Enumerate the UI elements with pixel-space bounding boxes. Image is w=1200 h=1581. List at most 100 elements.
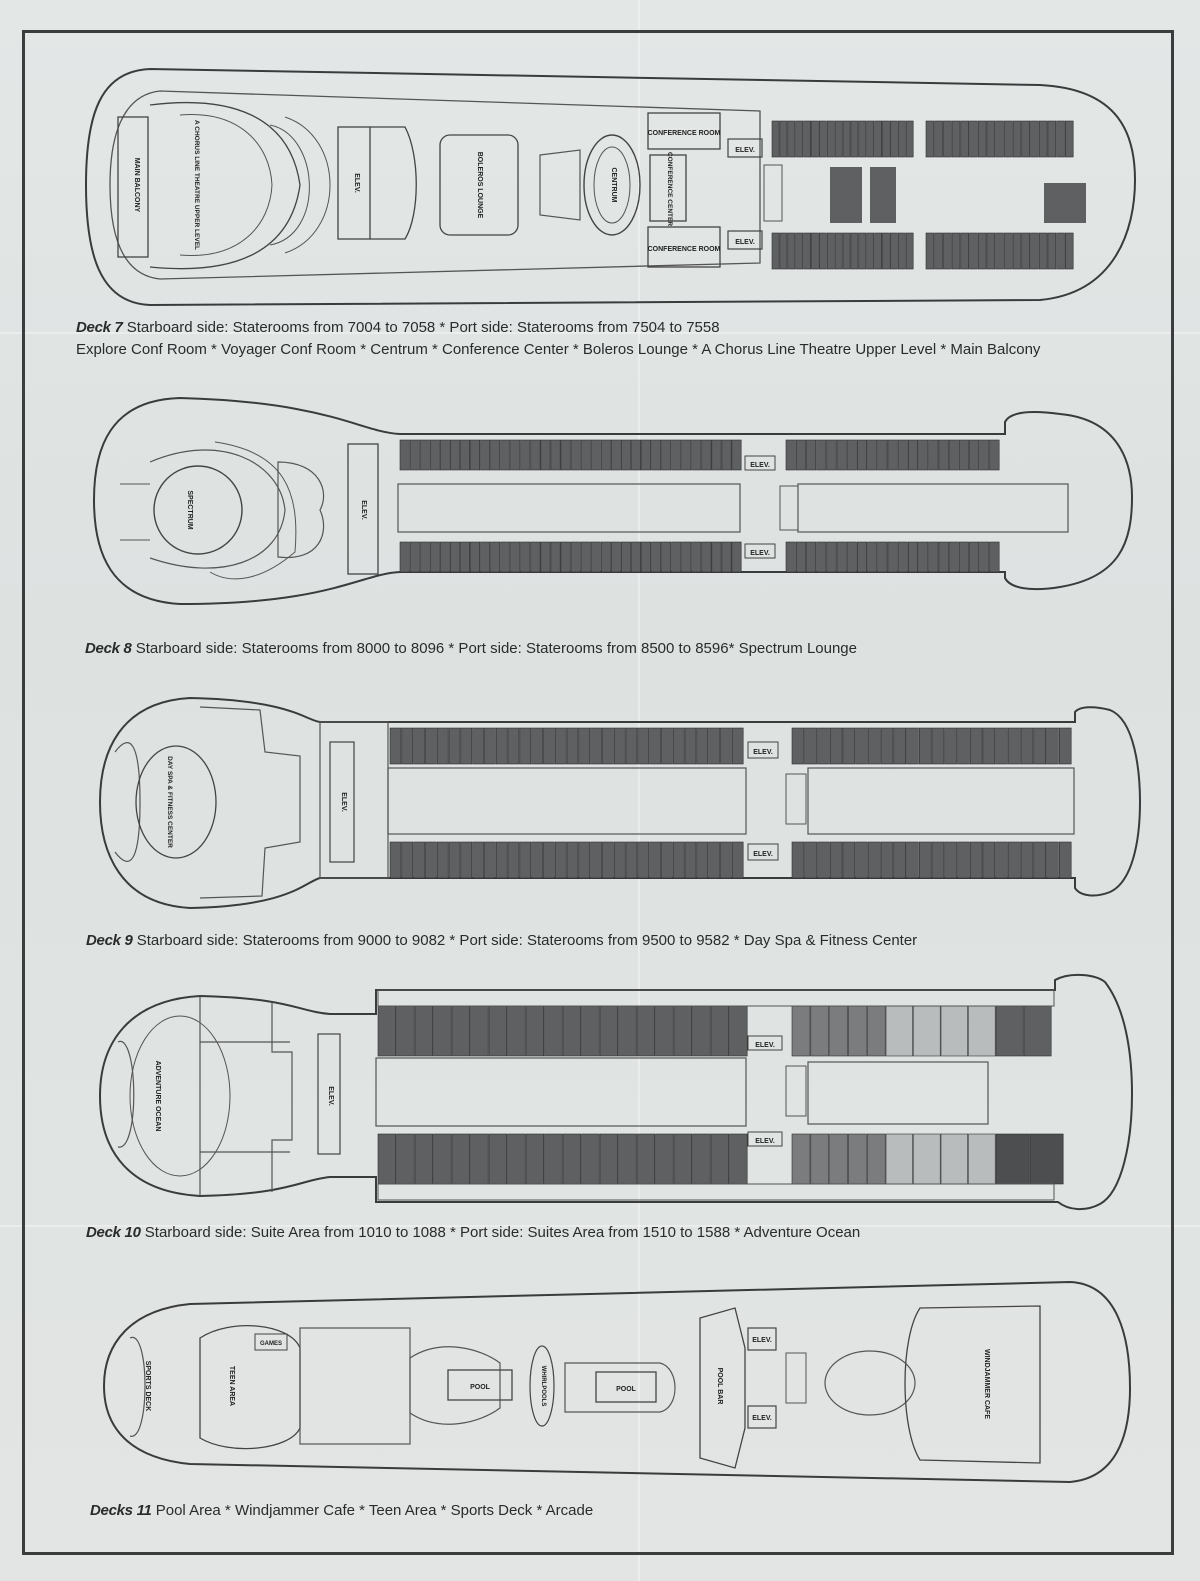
cabin-block bbox=[1023, 1005, 1052, 1057]
cabin-block bbox=[826, 232, 835, 270]
cabin-block bbox=[785, 439, 796, 471]
cabin-block bbox=[602, 841, 614, 879]
cabin-block bbox=[731, 439, 742, 471]
cabin-block bbox=[907, 439, 918, 471]
cabin-block bbox=[791, 841, 805, 879]
deck-8-title: Deck 8 bbox=[85, 640, 132, 657]
cabin-block bbox=[721, 541, 732, 573]
cabin-block bbox=[1012, 232, 1022, 270]
deck-8-caption: Deck 8 Starboard side: Staterooms from 8… bbox=[85, 638, 857, 660]
cabin-block bbox=[636, 1005, 656, 1057]
cabin-block bbox=[957, 727, 970, 765]
cabin-block bbox=[520, 541, 531, 573]
cabin-block bbox=[810, 1133, 830, 1185]
cabin-block bbox=[811, 232, 819, 270]
cabin-block bbox=[897, 439, 908, 471]
cabin-block bbox=[771, 232, 780, 270]
cabin-block bbox=[785, 541, 796, 573]
cabin-block bbox=[439, 541, 450, 573]
cabin-block bbox=[943, 120, 952, 158]
cabin-block bbox=[439, 439, 450, 471]
cabin-block bbox=[787, 120, 796, 158]
cabin-block bbox=[918, 541, 929, 573]
cabin-block bbox=[1030, 120, 1039, 158]
cabin-block bbox=[731, 727, 744, 765]
cabin-block bbox=[938, 541, 949, 573]
cabin-block bbox=[500, 541, 511, 573]
cabin-block bbox=[531, 841, 543, 879]
cabin-block bbox=[631, 541, 642, 573]
deck-10-title: Deck 10 bbox=[86, 1224, 141, 1241]
deck-11-elev-label-top: ELEV. bbox=[752, 1337, 772, 1344]
cabin-block bbox=[779, 120, 788, 158]
cabin-block bbox=[795, 232, 804, 270]
cabin-block bbox=[889, 232, 898, 270]
cabin-block bbox=[731, 841, 744, 879]
cabin-block bbox=[995, 1133, 1030, 1185]
cabin-block bbox=[1030, 232, 1039, 270]
cabin-block bbox=[906, 727, 919, 765]
cabin-block bbox=[995, 841, 1008, 879]
deck-11-plan: SPORTS DECK TEEN AREA GAMES POOL WHIRLPO… bbox=[102, 1280, 1132, 1484]
cabin-block bbox=[951, 120, 961, 158]
cabin-block bbox=[562, 1133, 582, 1185]
deck-10-cabin-rows bbox=[377, 1005, 1064, 1185]
cabin-block bbox=[507, 727, 520, 765]
cabin-block bbox=[600, 439, 611, 471]
cabin-block bbox=[940, 1005, 969, 1057]
cabin-block bbox=[710, 1005, 730, 1057]
deck-8-spectrum-lounge bbox=[153, 465, 243, 555]
cabin-block bbox=[570, 541, 581, 573]
cabin-block bbox=[803, 232, 811, 270]
cabin-block bbox=[637, 841, 650, 879]
deck-7-centrum bbox=[583, 134, 641, 236]
cabin-block bbox=[472, 841, 484, 879]
cabin-block bbox=[836, 541, 847, 573]
deck-7-conference-room-bottom bbox=[647, 226, 721, 268]
cabin-block bbox=[882, 232, 890, 270]
cabin-block bbox=[691, 541, 702, 573]
deck-7-conference-center-label: CONFERENCE CENTER bbox=[666, 152, 673, 226]
deck-8-cabin-rows bbox=[399, 439, 1000, 573]
cabin-block bbox=[958, 439, 969, 471]
cabin-block bbox=[436, 841, 449, 879]
deck-8-plan: SPECTRUM ELEV. ELEV. ELEV. bbox=[92, 396, 1134, 606]
deck-9-title: Deck 9 bbox=[86, 932, 133, 949]
cabin-block bbox=[530, 439, 541, 471]
cabin-block bbox=[969, 439, 980, 471]
cabin-block bbox=[1059, 727, 1072, 765]
cabin-block bbox=[566, 727, 579, 765]
cabin-block bbox=[414, 1133, 434, 1185]
cabin-block bbox=[578, 727, 591, 765]
cabin-block bbox=[877, 541, 888, 573]
cabin-block bbox=[1004, 120, 1013, 158]
cabin-block bbox=[692, 1133, 711, 1185]
deck-7-title: Deck 7 bbox=[76, 319, 123, 336]
deck-11-whirlpools-label: WHIRLPOOLS bbox=[540, 1366, 546, 1407]
cabin-block bbox=[396, 1133, 415, 1185]
cabin-block bbox=[834, 232, 843, 270]
cabin-block bbox=[460, 439, 470, 471]
cabin-block bbox=[817, 841, 830, 879]
cabin-block bbox=[817, 727, 830, 765]
cabin-block bbox=[570, 439, 581, 471]
deck-9-cabin-rows bbox=[389, 727, 1072, 879]
cabin-block bbox=[934, 232, 943, 270]
cabin-block bbox=[433, 1005, 452, 1057]
cabin-block bbox=[540, 541, 551, 573]
cabin-block bbox=[581, 1005, 600, 1057]
cabin-block bbox=[581, 1133, 600, 1185]
cabin-block bbox=[510, 541, 521, 573]
cabin-block bbox=[701, 541, 712, 573]
cabin-block bbox=[885, 1005, 914, 1057]
cabin-block bbox=[507, 1133, 526, 1185]
cabin-block bbox=[720, 841, 732, 879]
cabin-block bbox=[620, 541, 631, 573]
cabin-block bbox=[519, 727, 532, 765]
deck-11-teen-area bbox=[199, 1325, 301, 1450]
cabin-block bbox=[520, 439, 531, 471]
cabin-block bbox=[968, 1005, 996, 1057]
cabin-block bbox=[600, 541, 611, 573]
cabin-block bbox=[470, 1133, 489, 1185]
cabin-block bbox=[938, 439, 949, 471]
